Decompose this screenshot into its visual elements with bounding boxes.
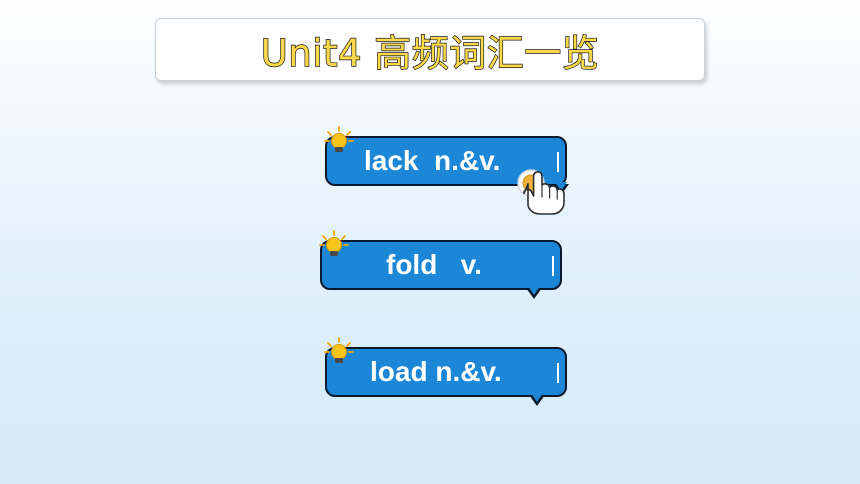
title-banner: Unit4 高频词汇一览 <box>155 18 705 81</box>
lightbulb-icon <box>319 230 349 256</box>
vocab-button-fold[interactable]: fold v. <box>320 240 562 299</box>
lightbulb-icon <box>324 126 354 152</box>
vocab-button-lack[interactable]: lack n.&v. <box>325 136 569 195</box>
lightbulb-icon <box>324 337 354 363</box>
vocab-word: fold v. <box>386 249 482 280</box>
text-cursor <box>557 363 559 383</box>
vocab-button-load[interactable]: load n.&v. <box>325 347 567 406</box>
pointing-hand-icon <box>517 169 565 215</box>
text-cursor <box>552 256 554 276</box>
vocab-word: lack n.&v. <box>364 145 501 176</box>
page-title: Unit4 高频词汇一览 <box>260 31 600 75</box>
vocab-word: load n.&v. <box>370 356 502 387</box>
text-cursor <box>557 152 559 172</box>
